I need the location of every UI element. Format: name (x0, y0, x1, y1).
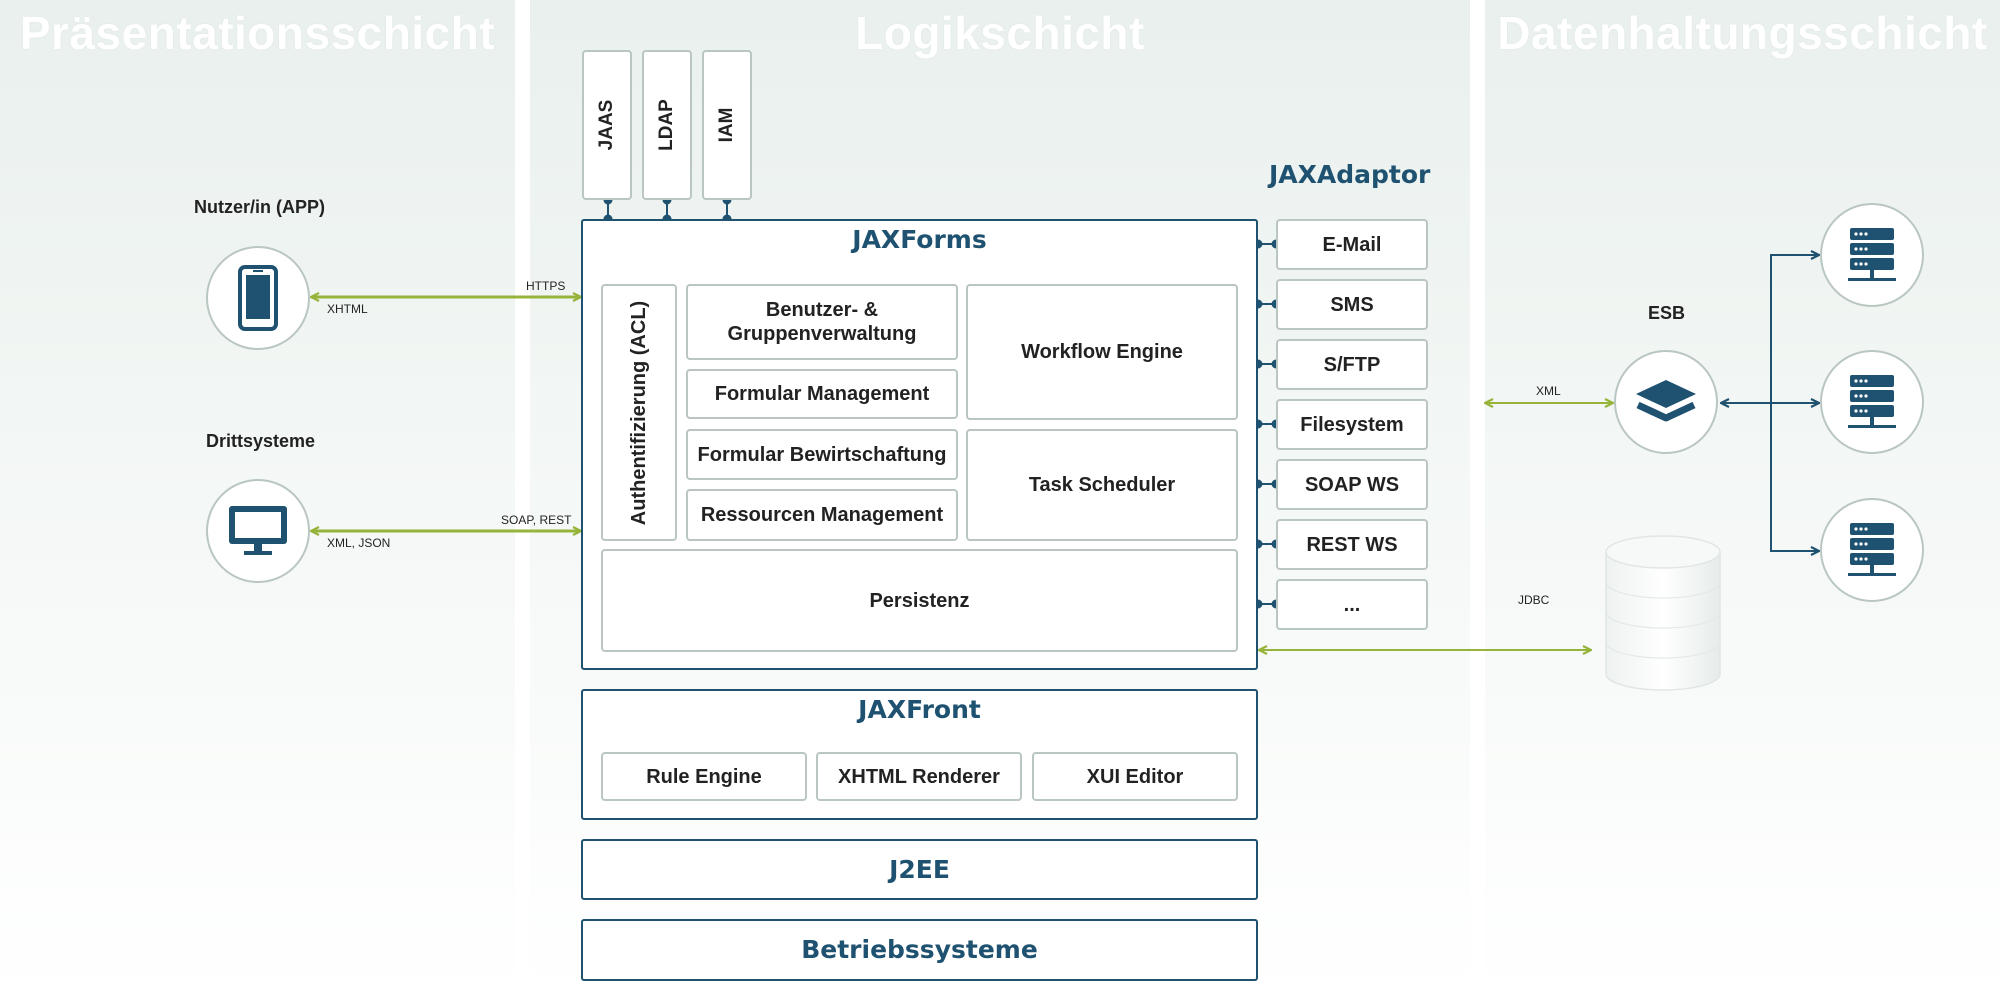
database-icon (1605, 535, 1721, 691)
layers-icon (1636, 380, 1696, 422)
form-management-box: Formular Management (686, 369, 958, 419)
third-party-format-label: XML, JSON (327, 536, 391, 550)
adaptor-email: E-Mail (1276, 219, 1428, 270)
auth-tab-jaas: JAAS (582, 50, 632, 200)
adaptor-rest-ws: REST WS (1276, 519, 1428, 570)
server-node-3 (1820, 498, 1924, 602)
resource-management-box: Ressourcen Management (686, 489, 958, 541)
adaptor-soap-ws: SOAP WS (1276, 459, 1428, 510)
user-format-label: XHTML (327, 302, 368, 316)
task-scheduler-box: Task Scheduler (966, 429, 1238, 541)
server-icon (1848, 228, 1896, 281)
adaptor-filesystem: Filesystem (1276, 399, 1428, 450)
server-node-2 (1820, 350, 1924, 454)
jaxforms-title: JAXForms (852, 225, 987, 254)
user-protocol-label: HTTPS (526, 279, 566, 293)
jaxadaptor-title: JAXAdaptor (1269, 160, 1431, 189)
workflow-engine-box: Workflow Engine (966, 284, 1238, 420)
xhtml-renderer-box: XHTML Renderer (816, 752, 1022, 801)
esb-label: ESB (1648, 303, 1686, 323)
user-client-node (206, 246, 310, 350)
user-client-label: Nutzer/in (APP) (194, 197, 326, 217)
logic-column-title: Logikschicht (855, 7, 1145, 59)
esb-format-label: XML (1536, 384, 1561, 398)
third-party-protocol-label: SOAP, REST (501, 513, 572, 527)
presentation-column-title: Präsentationsschicht (19, 7, 496, 59)
server-icon (1848, 375, 1896, 428)
smartphone-icon (238, 265, 278, 331)
user-group-mgmt-box: Benutzer- & Gruppenverwaltung (686, 284, 958, 360)
monitor-icon (229, 506, 287, 555)
adaptor-sftp: S/FTP (1276, 339, 1428, 390)
server-icon (1848, 523, 1896, 576)
third-party-label: Drittsysteme (206, 431, 316, 451)
j2ee-frame: J2EE (581, 839, 1258, 900)
auth-tab-label: IAM (716, 107, 737, 143)
auth-acl-box: Authentifizierung (ACL) (601, 284, 677, 541)
auth-tab-iam: IAM (702, 50, 752, 200)
data-column: Datenhaltungsschicht (1485, 0, 2000, 1000)
server-node-1 (1820, 203, 1924, 307)
form-operations-box: Formular Bewirtschaftung (686, 429, 958, 480)
persistence-box: Persistenz (601, 549, 1238, 652)
adaptor-sms: SMS (1276, 279, 1428, 330)
os-frame: Betriebssysteme (581, 919, 1258, 981)
os-title: Betriebssysteme (801, 935, 1038, 964)
esb-server-connectors (1722, 255, 1818, 551)
data-column-title: Datenhaltungsschicht (1497, 7, 1988, 59)
auth-acl-label: Authentifizierung (ACL) (628, 300, 650, 525)
auth-tab-label: JAAS (596, 99, 617, 151)
adaptor-more: ... (1276, 579, 1428, 630)
db-protocol-label: JDBC (1518, 593, 1550, 607)
j2ee-title: J2EE (889, 855, 950, 884)
esb-node (1614, 350, 1718, 454)
third-party-node (206, 479, 310, 583)
jaxfront-title: JAXFront (858, 695, 981, 724)
auth-tab-label: LDAP (656, 99, 677, 151)
rule-engine-box: Rule Engine (601, 752, 807, 801)
xui-editor-box: XUI Editor (1032, 752, 1238, 801)
auth-tab-ldap: LDAP (642, 50, 692, 200)
